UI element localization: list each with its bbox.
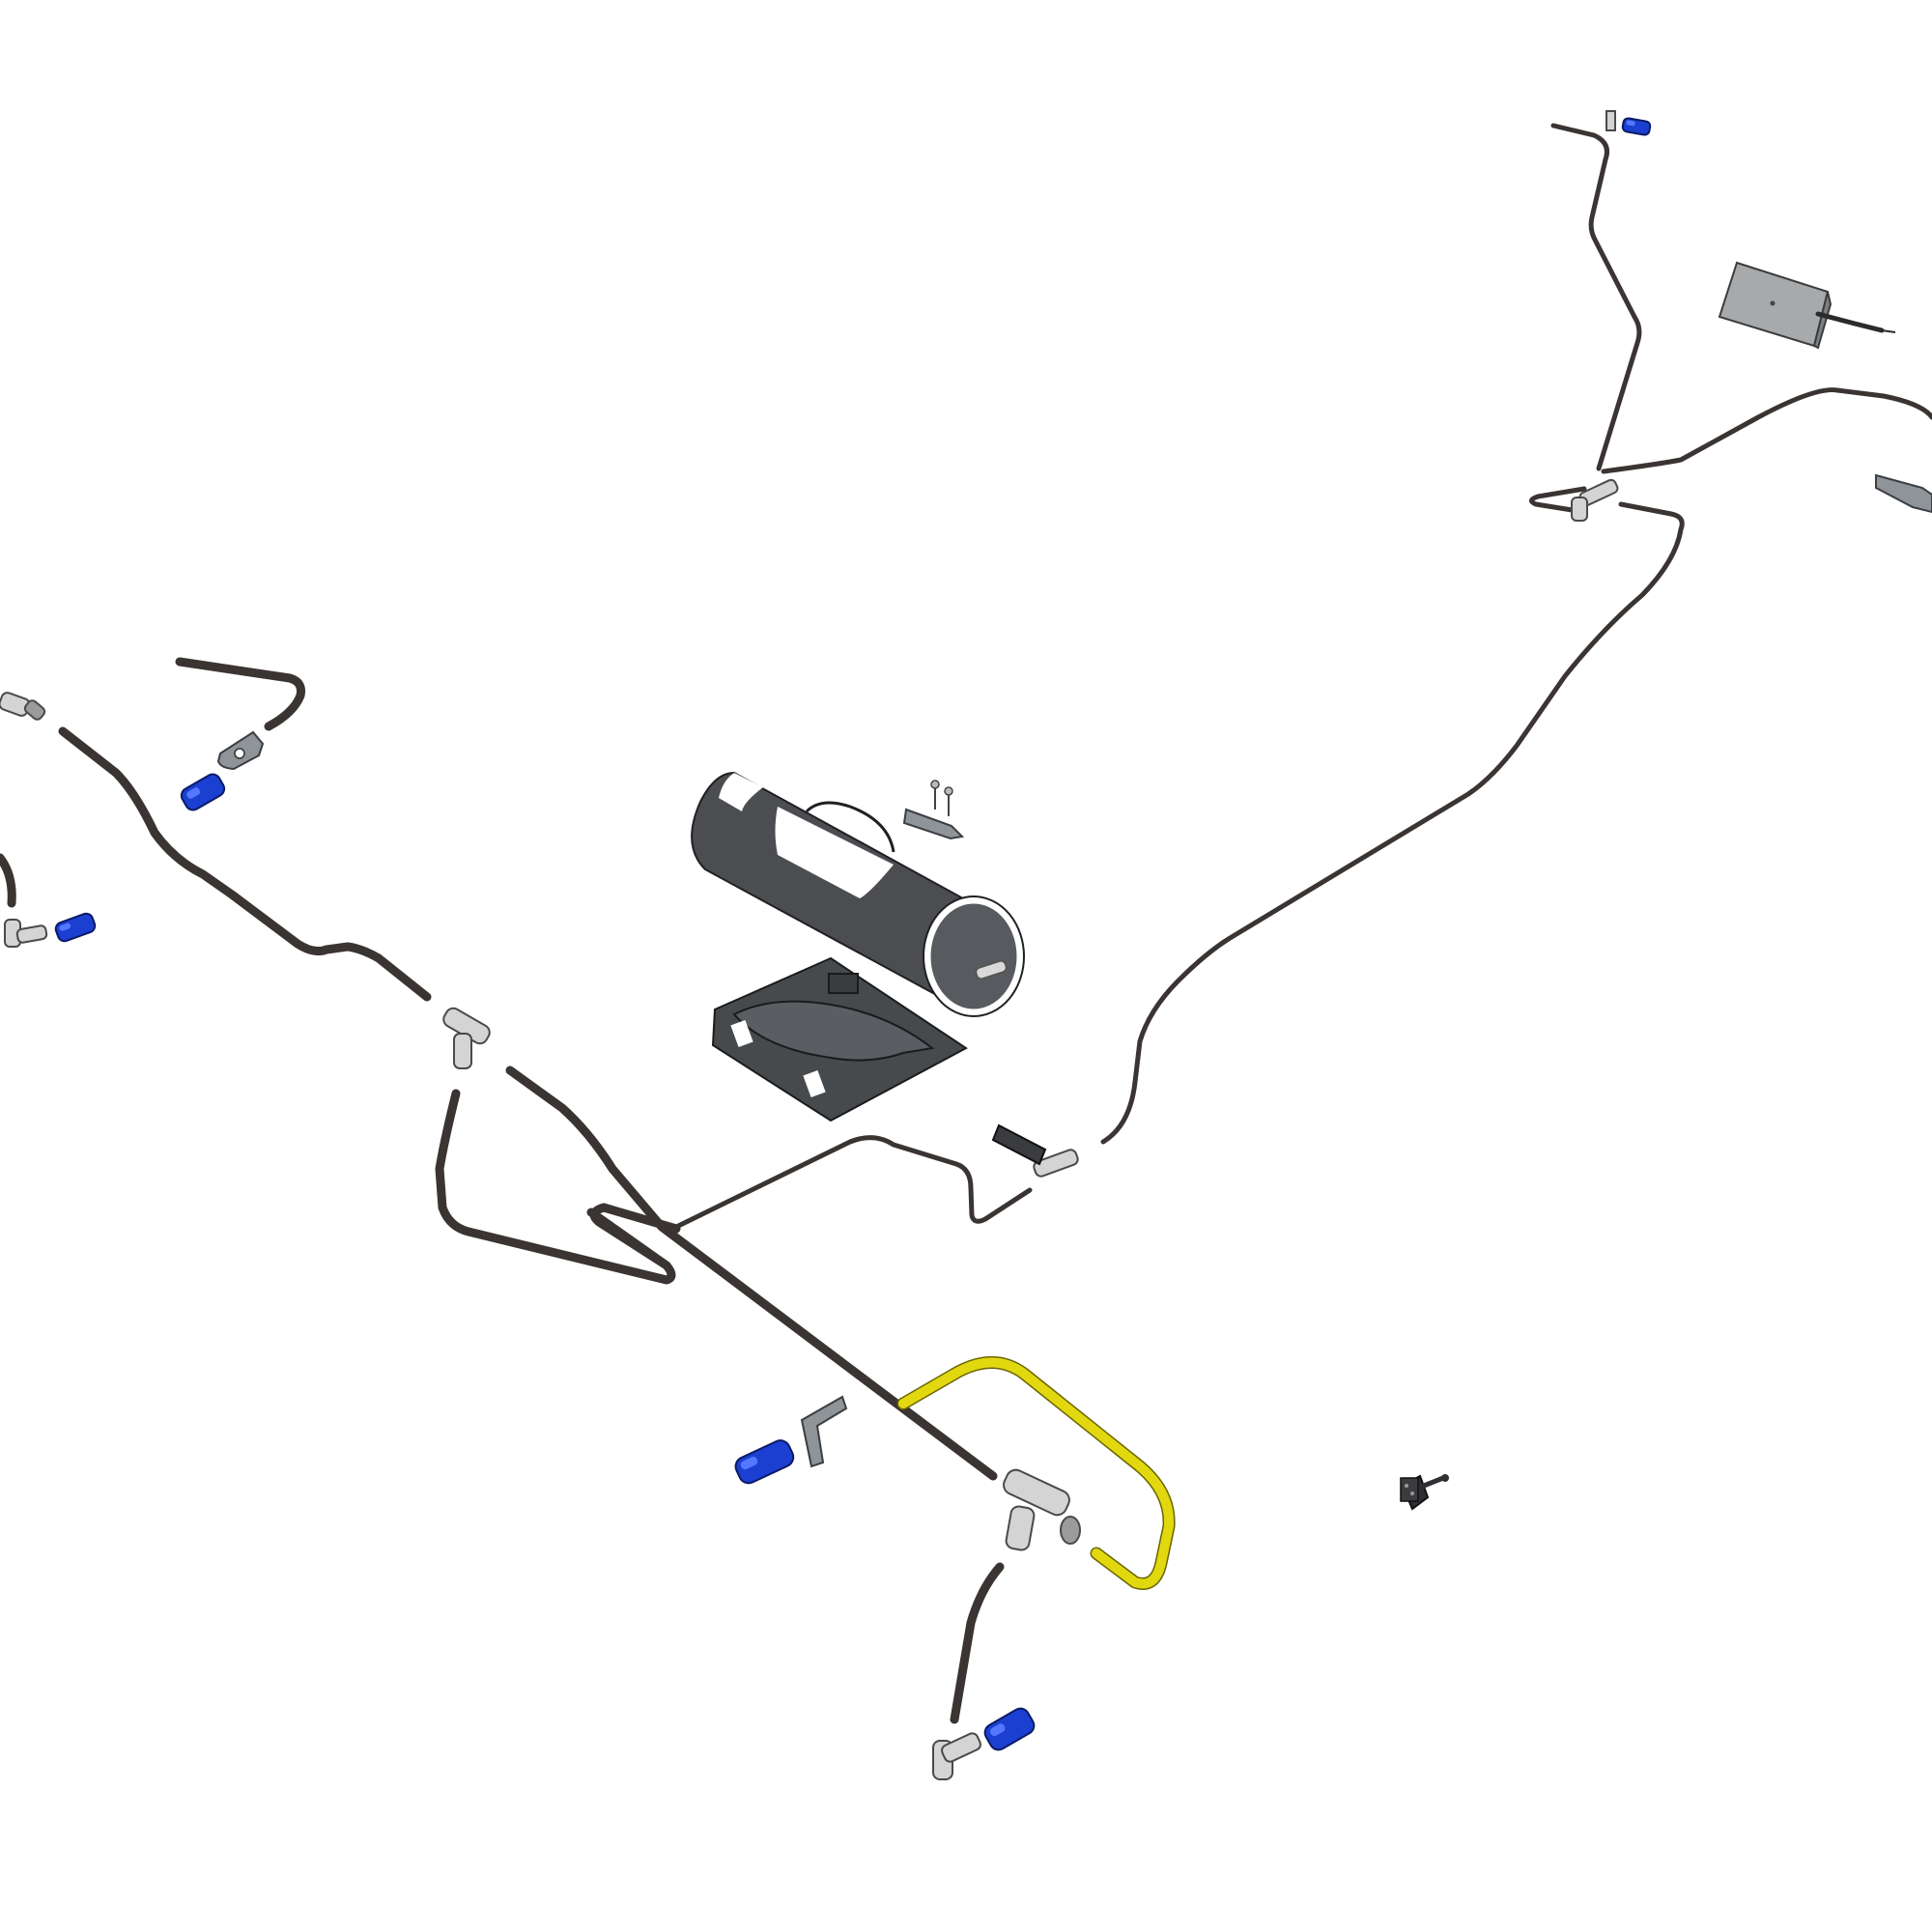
- module-side: [1812, 291, 1833, 350]
- elbow-fitting-bottom: [932, 1732, 981, 1780]
- right-bracket-plate: [1875, 473, 1932, 514]
- central-tube-group: [435, 123, 1932, 1724]
- screw-head-1: [930, 780, 940, 789]
- switch-stem-tip: [1441, 1474, 1449, 1482]
- module-cable-tip: [1881, 329, 1896, 333]
- tee-fitting-center: [991, 1123, 1079, 1178]
- elbow-fitting-left: [4, 919, 48, 948]
- saddle-slot-left: [730, 1019, 753, 1048]
- tee-fitting-right-upper: [1571, 478, 1619, 522]
- quick-connector-4: [983, 1707, 1036, 1751]
- tube-center-cross: [664, 1135, 1033, 1235]
- tee-fitting-lower: [1003, 1468, 1081, 1551]
- quick-connector-1: [180, 773, 226, 811]
- tank-label-band: [775, 807, 894, 898]
- tube-left-upper-short: [175, 657, 305, 731]
- quick-connector-3: [734, 1439, 795, 1485]
- yellow-tube-outline: [896, 1356, 1176, 1590]
- tank-end-cap: [923, 896, 1024, 1016]
- control-module-box: [1718, 261, 1896, 350]
- tank-strap: [805, 801, 895, 853]
- tank-stripe-left: [719, 773, 763, 811]
- tube-left-stub: [0, 853, 16, 908]
- tube-right-riser: [1550, 123, 1642, 471]
- switch-stem: [1421, 1475, 1446, 1489]
- tube-right-upper: [1601, 387, 1932, 474]
- strap-plate: [902, 808, 965, 840]
- elbow-fitting-upper-left: [0, 692, 46, 721]
- small-brackets: [216, 730, 848, 1468]
- tube-center-diagonal: [505, 1065, 998, 1481]
- tank-saddle-bracket: [711, 956, 968, 1122]
- valve-body: [991, 1123, 1047, 1166]
- tank-end-cap-outline: [923, 895, 1025, 1017]
- tube-left-upper-long: [58, 726, 432, 1002]
- switch-pin-1: [1405, 1484, 1408, 1488]
- left-mount-hole: [234, 748, 245, 759]
- saddle-tab: [828, 973, 859, 994]
- elbow-fitting-top-right: [1605, 110, 1616, 131]
- switch-face: [1400, 1477, 1419, 1502]
- tank-port: [975, 959, 1008, 980]
- module-cable: [1815, 311, 1885, 333]
- tube-right-long: [1100, 501, 1685, 1145]
- yellow-tube: [898, 1357, 1175, 1589]
- air-tank: [691, 771, 1025, 1017]
- saddle-curve: [732, 1000, 935, 1062]
- center-angle-bracket: [800, 1395, 848, 1468]
- tube-lower-stub: [950, 1562, 1005, 1724]
- tee-fitting-left: [442, 1007, 491, 1069]
- saddle-slot-right: [803, 1069, 826, 1098]
- left-tube-group: [0, 657, 432, 1002]
- highlighted-tube-loop: [896, 1356, 1176, 1590]
- quick-connectors: [54, 117, 1652, 1751]
- fittings: [0, 110, 1619, 1780]
- right-edge-bracket: [1875, 473, 1932, 514]
- module-screw: [1770, 300, 1776, 306]
- quick-connector-2: [54, 912, 97, 943]
- quick-connector-5: [1621, 117, 1652, 136]
- pressure-switch: [1400, 1474, 1449, 1511]
- tube-center-zigzag-tail: [586, 1208, 671, 1270]
- screw-head-2: [944, 786, 953, 796]
- strap-plate-with-screws: [902, 780, 965, 840]
- tube-right-short-left: [1529, 486, 1587, 515]
- switch-pin-2: [1410, 1492, 1414, 1495]
